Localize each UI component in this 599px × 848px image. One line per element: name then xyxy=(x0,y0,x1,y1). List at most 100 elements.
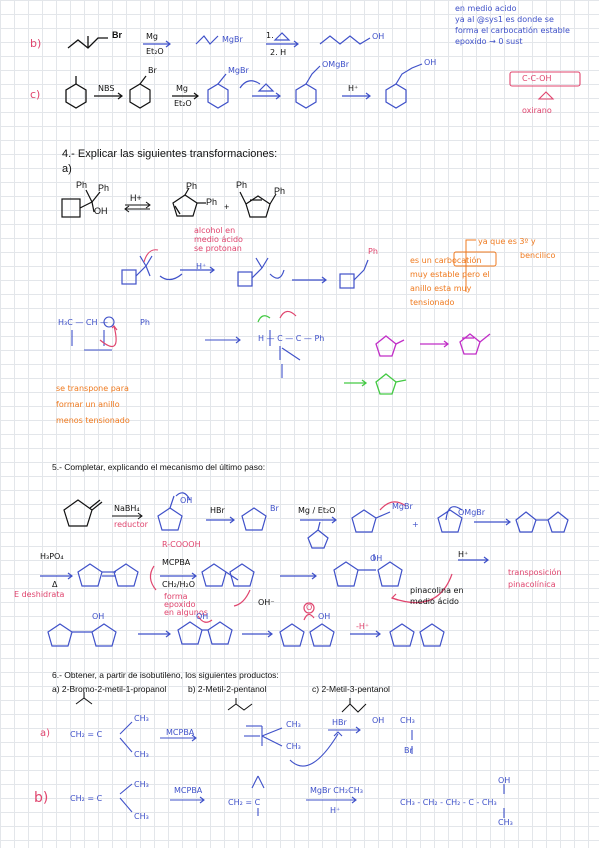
section4-title: 4.- Explicar las siguientes transformaci… xyxy=(62,148,278,160)
section4-product-1 xyxy=(172,187,206,217)
note-box-formula: C-C-OH xyxy=(522,74,552,83)
s5-oh-row3-b: OH xyxy=(196,612,209,621)
s4-note-right-ya: ya que es 3º y xyxy=(478,237,536,246)
mechanism-4-row1 xyxy=(121,255,369,289)
s4-ph-right: Ph xyxy=(368,247,378,256)
part-b-et2o: Et₂O xyxy=(146,47,164,56)
green-product xyxy=(344,373,407,395)
s6-grignard: MgBr CH₂CH₃ xyxy=(310,786,363,795)
s5-h3po4: H₃PO₄ xyxy=(40,552,64,561)
part-c-nbs: NBS xyxy=(98,84,115,93)
s5-mcpba: MCPBA xyxy=(162,558,191,567)
s5-omgbr: OMgBr xyxy=(458,508,486,517)
s5-ohminus: OH⁻ xyxy=(258,598,275,607)
s5-o-label: O xyxy=(306,603,313,612)
s6-ch3-a4: CH₃ xyxy=(286,742,301,751)
s4-mech-row2-right: H — C — C — Ph xyxy=(258,334,325,343)
note-acid-3: forma el carbocatión estable xyxy=(455,26,570,35)
part-b-oh: OH xyxy=(372,32,385,41)
s4-ph5: Ph xyxy=(236,180,248,190)
s5-oh-row3-c: OH xyxy=(318,612,331,621)
s5-hminus: -H⁺ xyxy=(356,622,370,631)
s4-note-prot: se protonan xyxy=(194,244,242,253)
s6-ch3-b3: CH₃ xyxy=(498,818,513,827)
s6-hplus-b: H⁺ xyxy=(330,806,341,815)
s6-br-a: Br xyxy=(404,746,413,755)
s5-transposicion-2: pinacolínica xyxy=(508,580,556,589)
section6-skeletal-hints xyxy=(75,692,367,713)
part-c-omgbr: OMgBr xyxy=(322,60,350,69)
orange-bracket xyxy=(453,239,497,292)
s4-note-alcohol: alcohol en xyxy=(194,226,236,235)
s5-plus: + xyxy=(412,520,419,529)
s5-oh-row3: OH xyxy=(92,612,105,621)
s5-forma-3: en algunos xyxy=(164,608,208,617)
section5-title: 5.- Completar, explicando el mecanismo d… xyxy=(52,462,266,472)
part-b-reactant xyxy=(67,36,108,49)
s6-prod-b: CH₃ - CH₂ - CH₂ - C - CH₃ xyxy=(400,798,497,807)
s6-ch2-epox: CH₂ = C xyxy=(228,798,261,807)
section4-product-2 xyxy=(239,191,277,218)
s4-note-medio: medio ácido xyxy=(194,235,243,244)
s4-note-bottom-1: se transpone para xyxy=(56,384,129,393)
part-c-oh: OH xyxy=(424,58,437,67)
s5-transposicion-1: transposición xyxy=(508,568,562,577)
section4-a: a) xyxy=(62,163,72,175)
part-b-label: b) xyxy=(30,37,42,50)
s4-ph1: Ph xyxy=(76,180,88,190)
s5-mgbr: MgBr xyxy=(392,502,413,511)
note-oxirano: oxirano xyxy=(522,106,552,115)
s4-note-right-1: es un carbocatión xyxy=(410,256,482,265)
part-c-label: c) xyxy=(30,88,41,101)
s4-ph4: Ph xyxy=(206,197,218,207)
s6-ch3-a5: CH₃ xyxy=(400,716,415,725)
s6-row-b: b) xyxy=(34,790,49,806)
s4-mech-row2-ph: Ph xyxy=(140,318,150,327)
part-b-product xyxy=(319,35,371,45)
s4-note-right-2: muy estable pero el xyxy=(410,270,490,279)
s6-mcpba-a: MCPBA xyxy=(166,728,195,737)
s4-oh: OH xyxy=(94,206,108,216)
s5-nabh4: NaBH₄ xyxy=(114,504,140,513)
note-acid-2: ya al @sys1 es donde se xyxy=(455,15,554,24)
toluene xyxy=(65,76,87,109)
s5-pinacolina-1: pinacolina en xyxy=(410,586,464,595)
s5-delta: Δ xyxy=(52,580,58,589)
s4-note-bottom-2: formar un anillo xyxy=(56,400,120,409)
section6-title: 6.- Obtener, a partir de isobutileno, lo… xyxy=(52,670,279,680)
s4-note-bottom-3: menos tensionado xyxy=(56,416,130,425)
part-c-br: Br xyxy=(148,66,157,75)
s4-plus: + xyxy=(224,202,230,212)
s6-mcpba-b: MCPBA xyxy=(174,786,203,795)
s5-deshidrata: E deshidrata xyxy=(14,590,65,599)
section6-a-label: a) 2-Bromo-2-metil-1-propanol xyxy=(52,684,167,694)
part-b-mgbr: MgBr xyxy=(222,35,243,44)
s4-mech-row2-text: H₃C — CH — xyxy=(58,318,109,327)
part-b-mg: Mg xyxy=(146,32,158,41)
section6-row-b xyxy=(119,775,505,818)
s6-hbr-a: HBr xyxy=(332,718,347,727)
magenta-carbocation xyxy=(375,333,491,357)
note-acid-1: en medio acido xyxy=(455,4,517,13)
section6-c-label: c) 2-Metil-3-pentanol xyxy=(312,684,390,694)
section6-row-a xyxy=(119,721,413,754)
s4-hplus: H+ xyxy=(130,193,142,203)
s6-ch2-a: CH₂ = C xyxy=(70,730,103,739)
s6-oh-a: OH xyxy=(372,716,385,725)
s5-br: Br xyxy=(270,504,279,513)
s5-oh-1: OH xyxy=(180,496,193,505)
s5-forma-1: forma xyxy=(164,592,188,601)
s4-ph6: Ph xyxy=(274,186,286,196)
phenethyl-alcohol xyxy=(385,83,407,109)
benzyl-grignard xyxy=(207,83,229,109)
section5-row1 xyxy=(157,492,569,549)
cyclopentanone xyxy=(63,499,103,527)
benzyl-bromide xyxy=(129,75,151,109)
s5-rcoooh: R-COOOH xyxy=(162,540,201,549)
section5-row2 xyxy=(40,554,489,587)
s4-note-right-benc: bencilico xyxy=(520,251,556,260)
s4-ph3: Ph xyxy=(186,181,198,191)
s6-ch3-a2: CH₃ xyxy=(134,750,149,759)
s5-mg-et2o: Mg / Et₂O xyxy=(298,506,336,515)
section4-reactant xyxy=(61,189,101,218)
